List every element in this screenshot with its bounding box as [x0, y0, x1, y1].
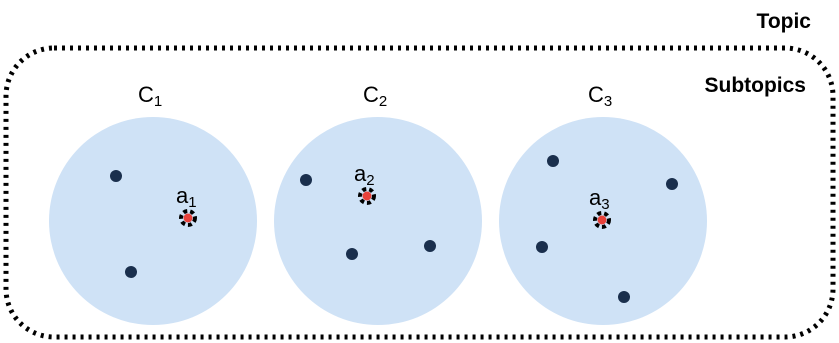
point-c3-3: [536, 241, 548, 253]
point-c1-1: [110, 170, 122, 182]
cluster-3-label: C3: [588, 82, 612, 110]
point-c3-1: [547, 155, 559, 167]
anchor-label-1-sub: 1: [188, 194, 196, 211]
cluster-2-label: C2: [363, 82, 387, 110]
anchor-label-2-sub: 2: [366, 172, 374, 189]
cluster-2-circle: [274, 117, 482, 325]
anchor-label-3-name: a: [589, 185, 602, 210]
anchor-marker-2: [358, 187, 376, 205]
anchor-label-2-name: a: [354, 161, 367, 186]
point-c2-1: [300, 174, 312, 186]
anchor-label-3: a3: [589, 185, 610, 213]
cluster-1-label: C1: [138, 82, 162, 110]
point-c1-2: [125, 266, 137, 278]
subtopics-label: Subtopics: [704, 74, 806, 97]
topic-label: Topic: [757, 10, 812, 33]
cluster-3-label-name: C: [588, 82, 604, 107]
anchor-label-2: a2: [354, 161, 375, 189]
cluster-1-label-name: C: [138, 82, 154, 107]
cluster-1-label-sub: 1: [154, 93, 162, 110]
cluster-2-label-sub: 2: [379, 93, 387, 110]
anchor-marker-3: [593, 211, 611, 229]
point-c3-4: [618, 291, 630, 303]
cluster-1-circle: [49, 117, 257, 325]
point-c3-2: [666, 178, 678, 190]
cluster-3-label-sub: 3: [604, 93, 612, 110]
anchor-label-3-sub: 3: [601, 196, 609, 213]
anchor-label-1-name: a: [176, 183, 189, 208]
anchor-label-1: a1: [176, 183, 197, 211]
cluster-2-label-name: C: [363, 82, 379, 107]
topic-boundary: [3, 45, 836, 340]
anchor-marker-1: [179, 209, 197, 227]
point-c2-3: [424, 240, 436, 252]
point-c2-2: [346, 248, 358, 260]
